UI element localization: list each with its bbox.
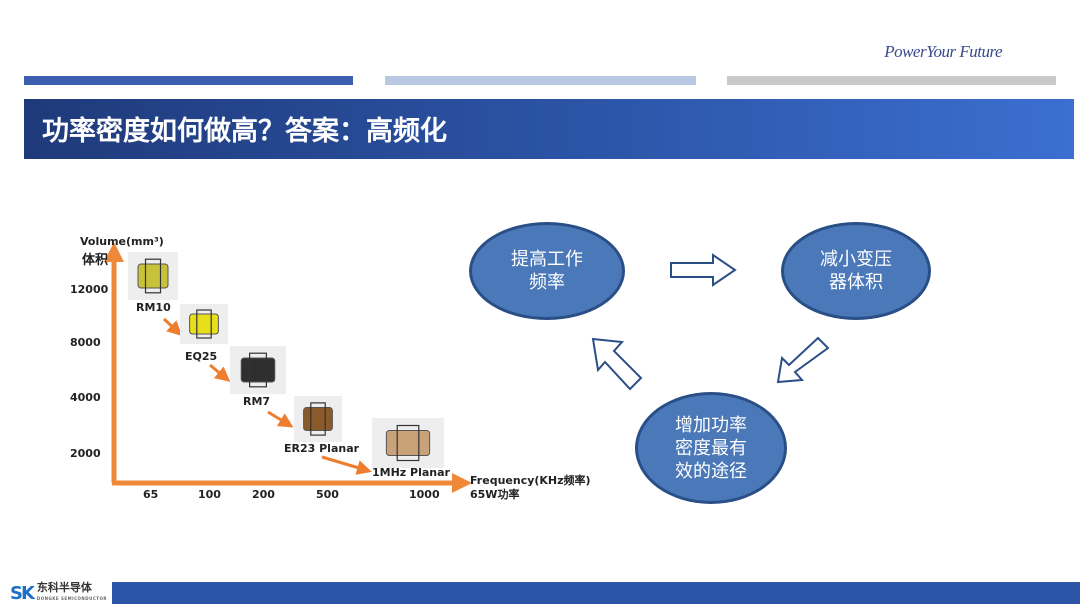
component-shape [189,313,219,335]
tagline: PowerYour Future [884,42,1002,61]
step-arrow [267,410,294,428]
logo-name: 东科半导体 DONGKE SEMICONDUCTOR [37,582,107,604]
step-arrow [162,317,183,337]
component-core [249,352,268,388]
volume-frequency-chart: Volume(mm³) 体积 Frequency(KHz频率) 65W功率 12… [70,235,591,501]
x-axis-label-line1: Frequency(KHz频率) [470,473,591,487]
logo-mark: SK [10,582,35,604]
component-core [144,258,162,294]
component-core [196,309,212,339]
node2-line2: 器体积 [829,272,883,293]
node3-line1: 增加功率 [675,414,747,436]
title-band: 功率密度如何做高？答案：高频化 [24,99,1074,159]
step-arrow [321,455,372,475]
header-bar-dark [24,76,353,85]
header-bar-light [385,76,696,85]
component-3: RM7 [230,346,286,408]
component-shape [137,263,169,289]
component-shape [240,357,276,383]
component-label: RM10 [136,301,171,314]
x-tick-label: 65 [143,488,158,501]
y-axis-label-line1: Volume(mm³) [80,235,164,248]
component-label: ER23 Planar [284,442,360,455]
step-arrow [209,363,231,382]
component-core [310,402,326,436]
component-5: 1MHz Planar [372,418,451,479]
cycle-arrow-right [670,253,737,287]
y-axis-label-line2: 体积 [82,252,108,268]
component-shape [385,430,431,456]
page-title: 功率密度如何做高？答案：高频化 [42,116,447,147]
component-shape [303,407,333,431]
step-arrows [162,317,372,475]
node2-line1: 减小变压 [820,249,892,270]
logo-subtitle: DONGKE SEMICONDUCTOR [36,596,107,601]
x-tick-label: 100 [198,488,221,501]
x-tick-label: 500 [316,488,339,501]
y-tick-label: 2000 [70,447,101,460]
component-2: EQ25 [180,304,228,363]
cycle-node-reduce-volume: 减小变压器体积 [781,222,931,320]
y-tick-labels: 12000 8000 4000 2000 [70,283,109,460]
component-label: RM7 [243,395,270,408]
footer-band [112,582,1080,604]
component-1: RM10 [128,252,178,314]
node3-line3: 效的途径 [675,460,747,482]
component-label: 1MHz Planar [372,466,451,479]
logo-name-text: 东科半导体 [36,581,92,594]
header-bar-gray [727,76,1056,85]
node3-line2: 密度最有 [675,437,747,459]
component-core [396,424,420,462]
component-label: EQ25 [185,350,217,363]
company-logo: SK 东科半导体 DONGKE SEMICONDUCTOR [10,582,107,604]
cycle-arrow-down-left [776,336,830,384]
node1-line2: 频率 [529,272,565,293]
cycle-node-raise-frequency: 提高工作频率 [469,222,625,320]
x-axis-label-line2: 65W功率 [470,487,519,501]
cycle-node-increase-density: 增加功率密度最有效的途径 [635,392,787,504]
node1-line1: 提高工作 [511,249,583,270]
y-tick-label: 8000 [70,336,101,349]
x-tick-label: 200 [252,488,275,501]
y-tick-label: 4000 [70,391,101,404]
y-tick-label: 12000 [70,283,109,296]
component-4: ER23 Planar [284,396,360,455]
x-tick-label: 1000 [409,488,440,501]
x-tick-labels: 65 100 200 500 1000 [143,488,440,501]
